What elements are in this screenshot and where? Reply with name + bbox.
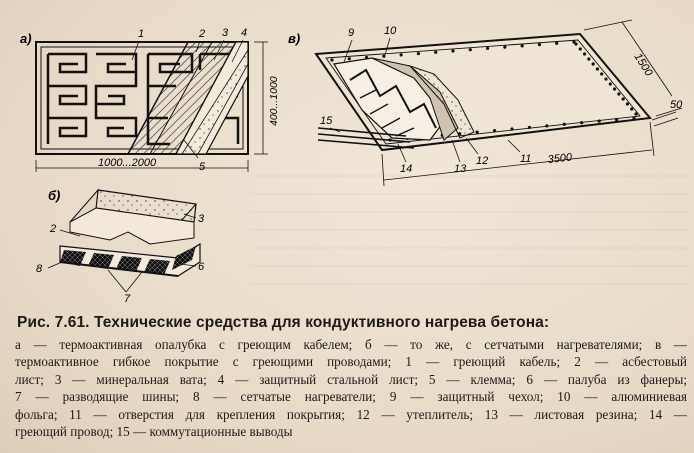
- panel-v-callouts: [329, 37, 521, 163]
- fastening-hole: [330, 58, 334, 62]
- dim-thickness-v: 50: [670, 99, 683, 111]
- fastening-hole: [625, 102, 630, 106]
- caption-line: греющий провод; 15 — коммутационные выво…: [15, 424, 293, 440]
- panel-v-label: в): [288, 31, 300, 46]
- figure-7-61: а) 1 2: [20, 19, 690, 305]
- fastening-hole: [604, 77, 608, 81]
- fastening-hole: [574, 42, 578, 46]
- callout-1: 1: [138, 28, 144, 40]
- heating-wire: [349, 68, 437, 129]
- panel-b-callouts: [47, 213, 197, 293]
- callout-v-11: 11: [520, 153, 531, 165]
- callout-3: 3: [222, 27, 229, 39]
- panel-v: в): [288, 19, 683, 187]
- dim-length-v: 3500: [547, 151, 573, 166]
- fastening-hole: [555, 41, 559, 45]
- callout-b-8: 8: [36, 263, 43, 275]
- fastening-hole: [510, 127, 514, 131]
- fastening-hole: [597, 119, 601, 123]
- caption-line: термоактивное гибкое покрытие с греющими…: [15, 354, 687, 370]
- dim-width-a: 1000...2000: [98, 157, 157, 169]
- panel-a-callouts: [131, 39, 244, 159]
- fastening-hole: [527, 125, 532, 130]
- panel-v-dimensions: [381, 19, 683, 187]
- callout-2: 2: [198, 28, 205, 40]
- fastening-hole: [475, 130, 479, 134]
- fastening-hole: [617, 92, 621, 96]
- fastening-hole: [580, 121, 584, 125]
- fastening-hole: [416, 51, 421, 56]
- panel-a-dimensions: [35, 41, 268, 172]
- fastening-hole: [632, 116, 636, 120]
- fastening-hole: [614, 117, 619, 122]
- fastening-hole: [492, 128, 497, 133]
- fastening-hole: [572, 40, 576, 44]
- caption-line: 7 — разводящие шины; 8 — сетчатые нагрев…: [15, 389, 687, 405]
- dim-height-a: 400...1000: [268, 76, 280, 126]
- fastening-hole: [600, 72, 604, 76]
- fastening-hole: [503, 45, 507, 49]
- callout-v-10: 10: [384, 25, 397, 37]
- caption-line: а — термоактивная опалубка с греющим каб…: [15, 337, 687, 352]
- bleed-through: [250, 175, 690, 285]
- figure-caption-legend: а — термоактивная опалубка с греющим каб…: [15, 336, 687, 440]
- caption-line: лист; 3 — минеральная вата; 4 — защитный…: [15, 371, 687, 387]
- callout-v-9: 9: [348, 27, 354, 39]
- fastening-hole: [591, 62, 595, 66]
- callout-v-14: 14: [400, 163, 412, 175]
- callout-b-7: 7: [124, 293, 131, 305]
- fastening-hole: [608, 82, 612, 86]
- fastening-hole: [562, 122, 566, 126]
- callout-b-2: 2: [49, 223, 56, 235]
- fastening-hole: [587, 57, 591, 61]
- callout-5: 5: [199, 161, 206, 173]
- fastening-hole: [578, 47, 582, 51]
- figure-caption-title: Рис. 7.61. Технические средства для конд…: [17, 314, 550, 331]
- panel-a: а) 1 2: [20, 27, 280, 173]
- fastening-hole: [612, 87, 617, 91]
- panel-b: б) 2: [36, 188, 205, 305]
- callout-b-6: 6: [198, 261, 205, 273]
- fastening-hole: [545, 124, 549, 128]
- callout-4: 4: [241, 27, 247, 39]
- panel-a-label: а): [20, 31, 32, 46]
- fastening-hole: [630, 107, 634, 111]
- fastening-hole: [451, 49, 455, 53]
- callout-b-3: 3: [198, 213, 205, 225]
- callout-v-15: 15: [320, 115, 333, 127]
- fastening-hole: [537, 42, 542, 47]
- fastening-hole: [399, 53, 403, 57]
- fastening-hole: [621, 97, 625, 101]
- fastening-hole: [582, 52, 587, 56]
- fastening-hole: [634, 112, 638, 116]
- caption-line: фольга; 11 — отверстия для крепления пок…: [15, 406, 687, 422]
- fastening-hole: [468, 48, 472, 52]
- panel-b-label: б): [48, 188, 60, 203]
- fastening-hole: [485, 46, 490, 51]
- callout-v-13: 13: [454, 163, 467, 175]
- callout-v-12: 12: [476, 155, 488, 167]
- fastening-hole: [595, 67, 600, 71]
- fastening-hole: [520, 44, 524, 48]
- fastening-hole: [434, 50, 438, 54]
- fastening-hole: [347, 57, 351, 61]
